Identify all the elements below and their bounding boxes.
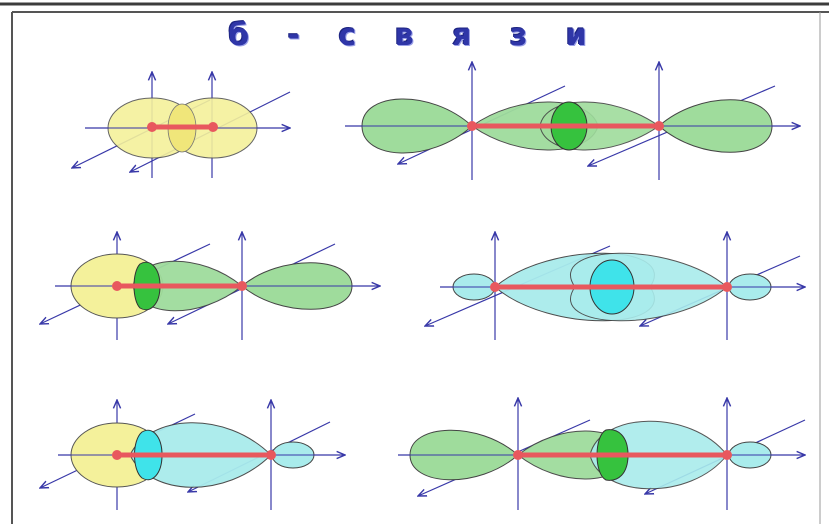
nucleus — [208, 122, 218, 132]
nucleus — [112, 281, 122, 291]
diagram-title: б - с в я з и — [228, 18, 601, 53]
nucleus — [722, 282, 732, 292]
d-d-overlap-diagram — [425, 232, 805, 340]
nucleus — [467, 121, 477, 131]
nucleus — [237, 281, 247, 291]
nucleus — [490, 282, 500, 292]
s-d-overlap-diagram — [40, 400, 345, 510]
p-p-overlap-diagram — [345, 62, 800, 180]
nucleus — [266, 450, 276, 460]
s-p-overlap-diagram — [40, 232, 380, 340]
nucleus — [147, 122, 157, 132]
p-d-overlap-diagram — [398, 398, 805, 510]
s-s-overlap-diagram — [72, 72, 290, 178]
nucleus — [513, 450, 523, 460]
nucleus — [722, 450, 732, 460]
nucleus — [112, 450, 122, 460]
nucleus — [654, 121, 664, 131]
